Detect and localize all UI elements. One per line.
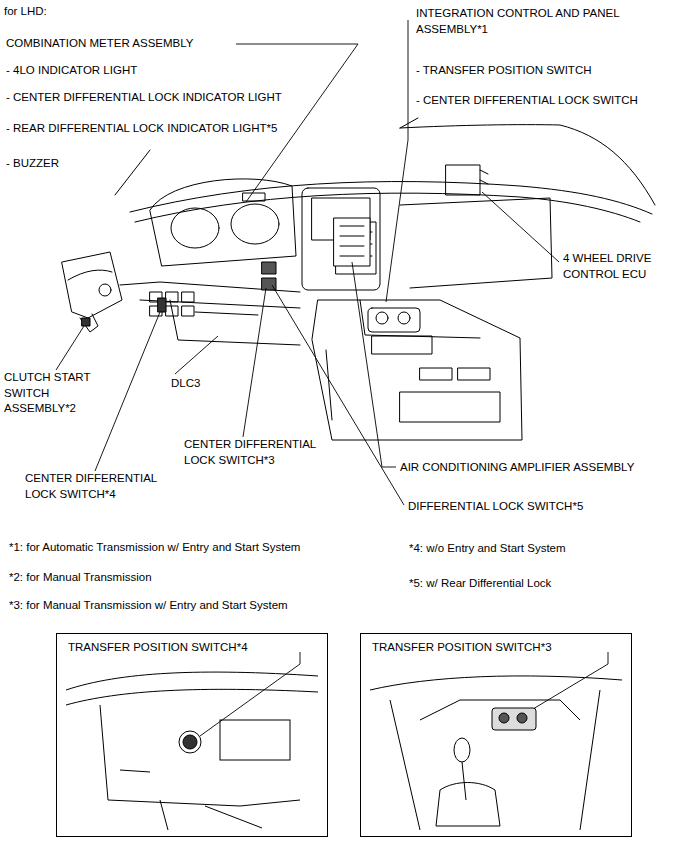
part-label: *3: for Manual Transmission w/ Entry and… <box>9 598 288 614</box>
part-label: - 4LO INDICATOR LIGHT <box>6 63 137 79</box>
part-label: - TRANSFER POSITION SWITCH <box>416 63 592 79</box>
part-label: CLUTCH START SWITCH ASSEMBLY*2 <box>4 370 96 417</box>
part-label: - CENTER DIFFERENTIAL LOCK SWITCH <box>416 93 638 109</box>
part-label: *4: w/o Entry and Start System <box>409 541 566 557</box>
part-label: *2: for Manual Transmission <box>9 570 152 586</box>
inset-heading: TRANSFER POSITION SWITCH*4 <box>66 640 250 656</box>
part-label: 4 WHEEL DRIVE CONTROL ECU <box>563 251 675 282</box>
inset-heading: TRANSFER POSITION SWITCH*3 <box>370 640 554 656</box>
part-label: AIR CONDITIONING AMPLIFIER ASSEMBLY <box>400 460 634 476</box>
part-label: for LHD: <box>4 4 47 20</box>
part-label: *5: w/ Rear Differential Lock <box>409 576 551 592</box>
part-label: - CENTER DIFFERENTIAL LOCK INDICATOR LIG… <box>6 90 282 106</box>
inset-frame: TRANSFER POSITION SWITCH*3 <box>360 633 632 837</box>
inset-frame: TRANSFER POSITION SWITCH*4 <box>56 633 328 837</box>
part-label: COMBINATION METER ASSEMBLY <box>6 36 193 52</box>
part-label: - REAR DIFFERENTIAL LOCK INDICATOR LIGHT… <box>6 121 277 137</box>
part-label: DLC3 <box>171 376 200 392</box>
part-label: INTEGRATION CONTROL AND PANEL ASSEMBLY*1 <box>416 6 661 37</box>
part-label: CENTER DIFFERENTIAL LOCK SWITCH*4 <box>25 471 175 502</box>
part-label: - BUZZER <box>6 156 59 172</box>
part-label: *1: for Automatic Transmission w/ Entry … <box>9 540 300 556</box>
part-label: CENTER DIFFERENTIAL LOCK SWITCH*3 <box>184 437 334 468</box>
part-label: DIFFERENTIAL LOCK SWITCH*5 <box>408 499 583 515</box>
